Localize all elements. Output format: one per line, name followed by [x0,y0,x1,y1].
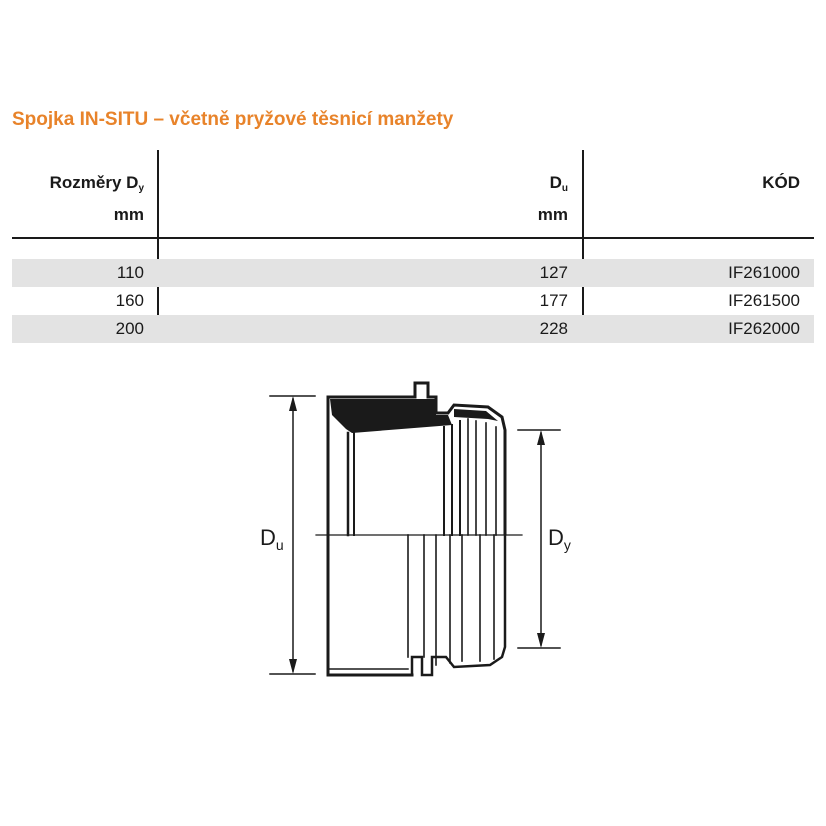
du-label-sub: u [276,537,284,553]
header-du-unit: mm [537,205,568,224]
cell-du: 228 [539,319,568,338]
table-spacer [12,239,814,259]
header-rozmery-sub: y [138,183,144,194]
du-label-main: D [260,525,276,550]
cell-du: 177 [539,291,568,310]
table-row: 110 127 IF261000 [12,259,814,287]
du-arrow-bottom [289,659,297,674]
cell-du: 127 [539,263,568,282]
header-rozmery: Rozměry Dy mm [50,170,144,228]
cell-kod: IF261000 [728,263,800,282]
column-separator [582,150,584,341]
cell-rozmery: 200 [115,319,144,338]
table-row: 200 228 IF262000 [12,315,814,343]
spec-table: Rozměry Dy mm Du mm KÓD 110 127 IF261000… [12,150,814,343]
header-du-sub: u [561,183,568,194]
du-label: Du [260,525,284,553]
dy-label: Dy [548,525,571,553]
header-rozmery-label: Rozměry D [49,173,139,192]
seal-ring-section [330,399,452,433]
header-kod: KÓD [762,170,800,196]
outer-body-outline [326,395,414,677]
dy-arrow-top [537,430,545,445]
column-separator [157,150,159,341]
dy-label-sub: y [564,537,571,553]
cell-kod: IF261500 [728,291,800,310]
table-row: 160 177 IF261500 [12,287,814,315]
lip-seal-section [454,409,498,421]
header-kod-label: KÓD [762,173,800,192]
cell-rozmery: 110 [116,263,144,282]
dy-arrow-bottom [537,633,545,648]
cell-kod: IF262000 [728,319,800,338]
coupling-technical-drawing: Du Dy [260,381,571,677]
table-header-row: Rozměry Dy mm Du mm KÓD [12,150,814,341]
page-title: Spojka IN-SITU – včetně pryžové těsnicí … [12,109,454,130]
dy-label-main: D [548,525,564,550]
header-du: Du mm [538,170,568,228]
du-arrow-top [289,396,297,411]
cell-rozmery: 160 [115,291,144,310]
socket-bottom-outline [410,533,507,677]
header-du-label: D [549,173,562,192]
header-rozmery-unit: mm [113,205,144,224]
